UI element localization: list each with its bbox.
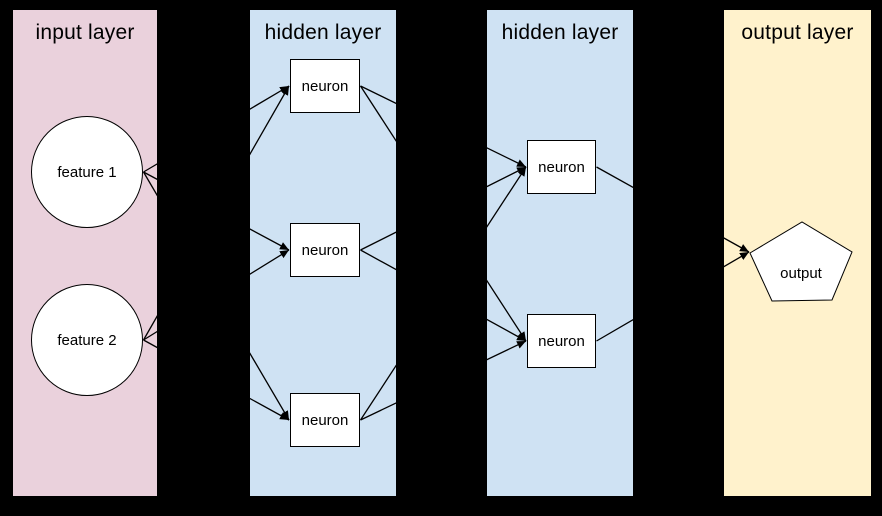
node-hidden2-neuron-1-label: neuron — [538, 158, 585, 176]
node-hidden1-neuron-2-label: neuron — [301, 241, 349, 259]
node-hidden1-neuron-2: neuron — [290, 223, 360, 277]
node-feature-2-label: feature 2 — [57, 331, 117, 349]
node-output-label: output — [780, 265, 822, 282]
node-hidden1-neuron-1-label: neuron — [301, 77, 349, 95]
node-hidden2-neuron-1: neuron — [527, 140, 596, 194]
node-hidden1-neuron-1: neuron — [290, 59, 360, 113]
layer-title-hidden-1: hidden layer — [264, 21, 382, 44]
node-feature-2: feature 2 — [31, 284, 143, 396]
node-hidden1-neuron-3-label: neuron — [301, 411, 349, 429]
node-hidden1-neuron-3: neuron — [290, 393, 360, 447]
layer-title-input: input layer — [35, 21, 135, 44]
layer-hidden-2: hidden layer — [487, 10, 633, 496]
layer-title-hidden-2: hidden layer — [501, 21, 619, 44]
node-hidden2-neuron-2: neuron — [527, 314, 596, 368]
node-hidden2-neuron-2-label: neuron — [538, 332, 585, 350]
node-feature-1: feature 1 — [31, 116, 143, 228]
layer-input: input layer — [13, 10, 157, 496]
node-output: output — [748, 220, 854, 303]
pentagon-shape — [749, 221, 853, 302]
node-feature-1-label: feature 1 — [57, 163, 117, 181]
layer-title-output: output layer — [741, 21, 854, 44]
